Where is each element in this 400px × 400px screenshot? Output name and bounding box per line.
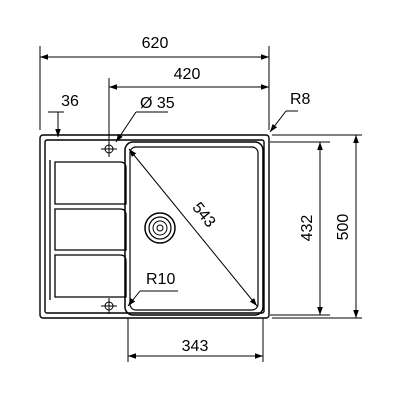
drainer-groove-middle	[54, 208, 127, 251]
dimension-lines	[39, 46, 362, 362]
tap-hole-bottom	[101, 298, 117, 314]
label-tap-hole-diameter: Ø 35	[140, 95, 175, 112]
label-bowl-width: 343	[182, 338, 209, 355]
label-outer-corner-radius: R8	[290, 91, 311, 108]
sink-inner-edge	[44, 139, 265, 314]
bowl-rim	[124, 141, 264, 316]
label-bowl-diagonal: 543	[188, 199, 218, 231]
label-bowl-corner-radius: R10	[146, 271, 175, 288]
dim-leader-r8	[269, 110, 287, 133]
sink-outline	[39, 134, 270, 319]
label-bowl-depth: 432	[299, 215, 316, 242]
tap-hole-top	[101, 141, 117, 157]
dim-line-543	[128, 148, 258, 307]
drain-icon	[144, 212, 176, 244]
drainer-groove-top	[54, 161, 127, 205]
label-overall-width: 620	[142, 35, 169, 52]
sink-outer-edge	[39, 134, 270, 319]
dim-leader-d35	[115, 111, 137, 143]
dim-leader-r10	[127, 290, 141, 307]
label-tap-hole-offset: 36	[61, 93, 79, 110]
label-overall-depth: 500	[335, 214, 352, 241]
drainer-grooves	[49, 160, 127, 300]
label-bowl-section-width: 420	[174, 66, 201, 83]
drainer-groove-bottom	[54, 254, 127, 298]
